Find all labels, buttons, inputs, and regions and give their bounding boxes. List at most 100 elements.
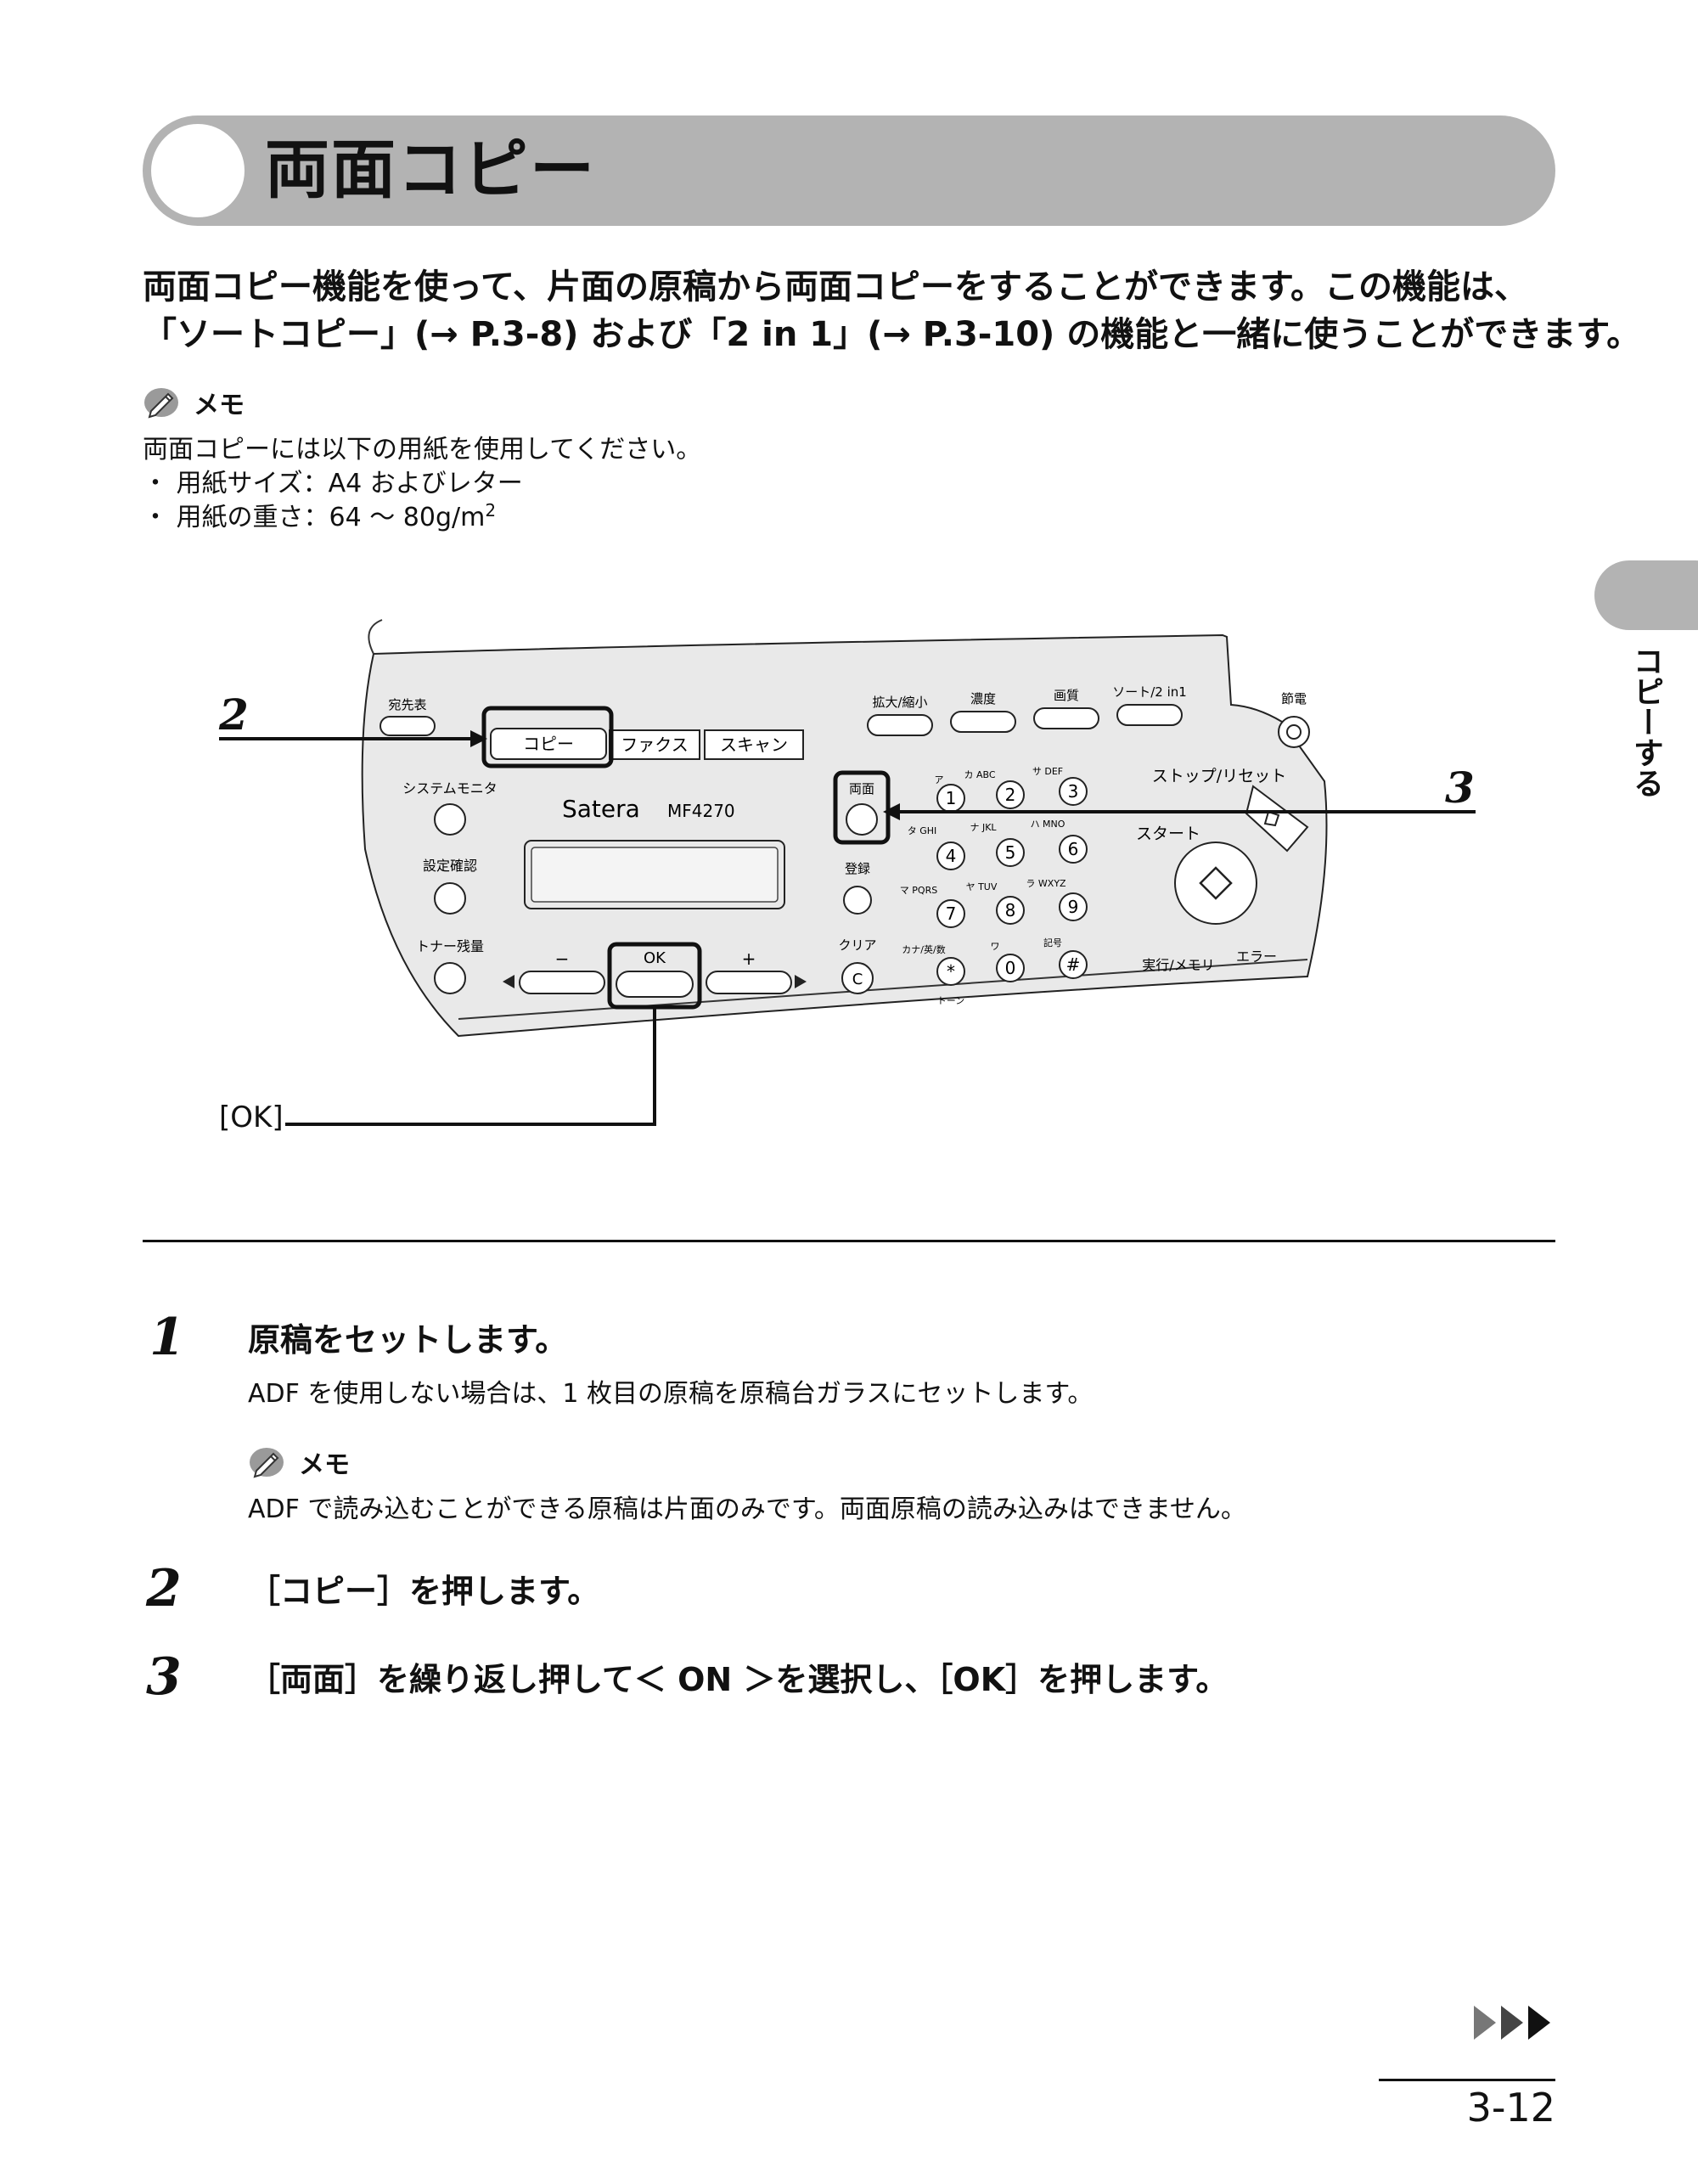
key-letters: サ DEF <box>1032 766 1063 777</box>
memo-header: メモ <box>248 1444 350 1481</box>
toner-level-button[interactable] <box>434 962 466 994</box>
callout-arrowhead <box>883 803 900 820</box>
plus-button[interactable] <box>706 971 792 994</box>
plus-label: + <box>742 948 756 969</box>
left-arrow-icon <box>503 975 514 988</box>
ok-callout-label: [OK] <box>219 1100 284 1134</box>
scan-button-label: スキャン <box>720 735 788 755</box>
start-button[interactable] <box>1174 842 1257 925</box>
step-title: 原稿をセットします。 <box>248 1321 568 1359</box>
pencil-icon <box>250 1448 284 1478</box>
title-banner <box>143 115 1555 226</box>
memo-bullet-text: ・ 用紙の重さ：64 〜 80g/m <box>143 503 486 532</box>
duplex-highlight-box <box>833 770 891 845</box>
system-monitor-label: システムモニタ <box>402 780 498 796</box>
stop-reset-label: ストップ/リセット <box>1152 767 1286 785</box>
key-letters: カナ/英/数 <box>902 943 945 955</box>
key-digit: 8 <box>1005 900 1016 920</box>
addressbook-label: 宛先表 <box>388 697 426 712</box>
key-letters: ハ MNO <box>1031 819 1065 830</box>
copy-button[interactable] <box>490 728 607 760</box>
lcd-display <box>531 847 779 903</box>
memo-bullet: ・ 用紙サイズ：A4 およびレター <box>143 467 701 501</box>
footer-rule <box>1379 2079 1555 2081</box>
minus-label: − <box>555 948 570 969</box>
scan-button[interactable] <box>704 729 804 760</box>
key-letters: ヤ TUV <box>966 881 998 892</box>
chapter-side-tab <box>1594 560 1698 630</box>
enlarge-reduce-button[interactable] <box>867 714 933 736</box>
copy-button-label: コピー <box>523 734 574 754</box>
clear-button[interactable] <box>841 962 874 994</box>
panel-edge <box>458 959 1308 1020</box>
key-digit: 0 <box>1005 958 1016 978</box>
key-letters: ラ WXYZ <box>1026 878 1066 889</box>
duplex-button[interactable] <box>846 803 878 836</box>
right-arrow-icon <box>795 975 807 988</box>
fax-button-label: ファクス <box>621 735 688 755</box>
next-page-arrows-icon <box>1474 2006 1550 2040</box>
keypad-key[interactable]: サ DEF 3 <box>1032 766 1088 806</box>
keypad-key[interactable]: ワ0 <box>991 941 1025 982</box>
energy-save-label: 節電 <box>1281 691 1307 706</box>
toner-level-label: トナー残量 <box>416 938 484 954</box>
callout-line-ok <box>285 1007 656 1126</box>
key-letters: ア <box>935 774 944 785</box>
memo-label: メモ <box>194 391 245 420</box>
processing-memory-label: 実行/メモリ <box>1142 957 1214 973</box>
duplex-label: 両面 <box>849 781 874 796</box>
intro-line-2: 「ソートコピー」(→ P.3-8) および「2 in 1」(→ P.3-10) … <box>143 315 1641 354</box>
key-letters: ナ JKL <box>970 822 997 833</box>
memo-body: 両面コピーには以下の用紙を使用してください。 ・ 用紙サイズ：A4 およびレター… <box>143 433 701 535</box>
addressbook-button[interactable] <box>380 716 436 736</box>
density-button[interactable] <box>950 711 1016 733</box>
keypad-key[interactable]: ア1 <box>935 774 965 813</box>
pencil-icon <box>144 388 178 419</box>
memo-label: メモ <box>299 1450 350 1480</box>
memo-bullet: ・ 用紙の重さ：64 〜 80g/m2 <box>143 501 701 535</box>
ok-button[interactable] <box>616 971 694 998</box>
memo-intro: 両面コピーには以下の用紙を使用してください。 <box>143 435 702 464</box>
key-digit: 9 <box>1068 897 1079 917</box>
keypad-key[interactable]: 記号# <box>1043 937 1088 979</box>
settings-check-button[interactable] <box>434 882 466 915</box>
keypad-key[interactable]: カナ/英/数* <box>902 943 965 986</box>
section-divider <box>143 1240 1555 1242</box>
energy-save-button[interactable] <box>1278 716 1310 748</box>
memo-bullet-text: ・ 用紙サイズ：A4 およびレター <box>143 469 523 498</box>
start-icon <box>1199 866 1233 900</box>
key-digit: 1 <box>946 788 957 808</box>
keypad-key[interactable]: ヤ TUV 8 <box>966 881 1025 925</box>
callout-arrowhead <box>470 730 487 747</box>
memo-header: メモ <box>143 384 245 421</box>
sort-2in1-button[interactable] <box>1116 704 1183 726</box>
key-digit: 3 <box>1068 781 1079 802</box>
key-digit: 7 <box>946 903 957 924</box>
density-label: 濃度 <box>970 691 996 706</box>
key-digit: 2 <box>1005 785 1016 805</box>
memo-body: ADF で読み込むことができる原稿は片面のみです。両面原稿の読み込みはできません… <box>248 1494 1246 1524</box>
step-title: ［コピー］を押します。 <box>248 1573 600 1610</box>
key-digit: 6 <box>1068 839 1079 859</box>
intro-paragraph: 両面コピー機能を使って、片面の原稿から両面コピーをすることができます。この機能は… <box>143 263 1641 358</box>
callout-number: 2 <box>219 690 249 740</box>
step-number: 2 <box>146 1559 182 1618</box>
chapter-side-label: コピーする <box>1628 645 1663 798</box>
quality-button[interactable] <box>1033 707 1099 729</box>
key-digit: * <box>947 961 955 982</box>
clear-icon: C <box>852 971 863 988</box>
fax-button[interactable] <box>609 729 700 760</box>
key-digit: # <box>1066 954 1081 975</box>
system-monitor-button[interactable] <box>434 803 466 836</box>
register-button[interactable] <box>843 886 872 915</box>
page-title: 両面コピー <box>265 132 596 207</box>
register-label: 登録 <box>845 861 870 876</box>
minus-button[interactable] <box>519 971 605 994</box>
